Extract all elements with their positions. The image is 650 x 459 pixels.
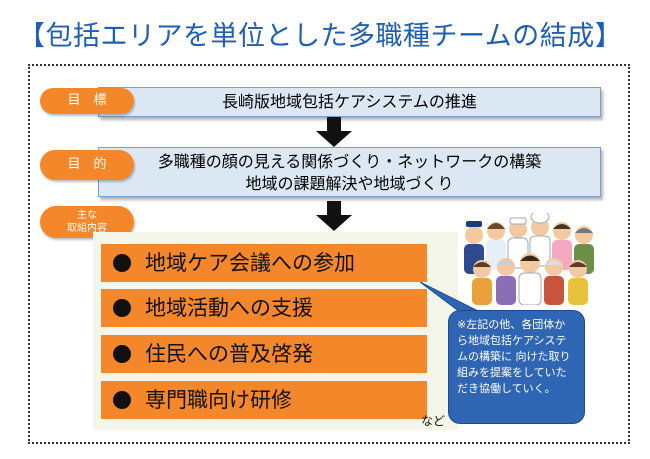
etc-label: など: [421, 414, 446, 428]
purpose-bar: 多職種の顔の見える関係づくり・ネットワークの構築 地域の課題解決や地域づくり: [98, 147, 601, 197]
bullet-icon: [113, 345, 131, 363]
diagram-frame: [28, 64, 630, 444]
page-title: 【包括エリアを単位とした多職種チームの結成】: [18, 21, 623, 52]
group-of-professionals-illustration: [464, 213, 594, 305]
goal-text: 長崎版地域包括ケアシステムの推進: [222, 92, 477, 111]
activities-label-line-1: 主な: [77, 210, 97, 221]
bullet-icon: [113, 254, 131, 272]
activity-text: 地域ケア会議への参加: [145, 251, 355, 275]
down-arrow-icon: [316, 117, 352, 147]
activities-panel: 地域ケア会議への参加 地域活動への支援 住民への普及啓発 専門職向け研修: [93, 232, 458, 430]
note-callout: ※左記の他、各団体から地域包括ケアシステムの構築に 向けた取り組みを提案をしてい…: [448, 310, 585, 424]
goal-bar: 長崎版地域包括ケアシステムの推進: [98, 87, 601, 117]
purpose-line-2: 地域の課題解決や地域づくり: [245, 174, 454, 193]
activities-label-line-2: 取組内容: [67, 223, 107, 234]
activity-text: 地域活動への支援: [145, 296, 313, 320]
activity-item: 地域活動への支援: [101, 289, 427, 327]
bullet-icon: [113, 391, 131, 409]
purpose-label: 目 的: [40, 150, 134, 180]
activity-text: 住民への普及啓発: [145, 342, 313, 366]
activity-item: 地域ケア会議への参加: [101, 244, 427, 282]
goal-label: 目 標: [40, 88, 134, 114]
activity-text: 専門職向け研修: [145, 388, 292, 412]
activity-item: 住民への普及啓発: [101, 335, 427, 373]
activity-item: 専門職向け研修: [101, 381, 427, 419]
down-arrow-icon: [316, 201, 352, 231]
purpose-line-1: 多職種の顔の見える関係づくり・ネットワークの構築: [157, 152, 542, 171]
bullet-icon: [113, 299, 131, 317]
